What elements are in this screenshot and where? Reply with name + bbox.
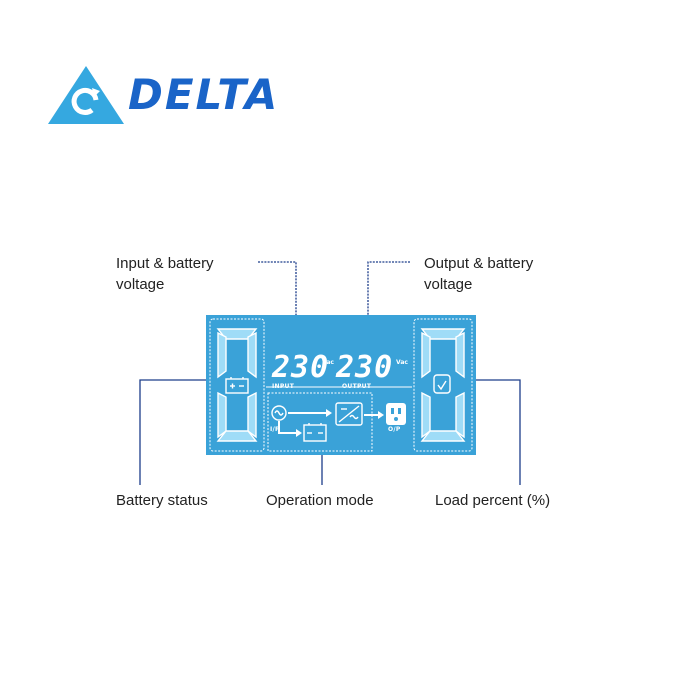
output-voltage-callout: Output & battery voltage — [424, 253, 533, 295]
output-callout-line1: Output & battery — [424, 255, 534, 272]
outlet-icon — [386, 403, 406, 425]
delta-logo: DELTA — [48, 60, 277, 130]
input-voltage-callout: Input & battery voltage — [116, 253, 214, 295]
ac-source-icon — [271, 405, 287, 421]
battery-icon — [225, 377, 249, 394]
output-voltage-unit: Vac — [396, 359, 408, 366]
input-callout-line1: Input & battery — [116, 255, 214, 272]
load-icon — [433, 374, 451, 394]
inverter-icon — [335, 402, 363, 426]
output-tag: OUTPUT — [342, 383, 372, 390]
mode-flow-arrows — [278, 409, 384, 437]
load-percent-callout: Load percent (%) — [435, 492, 551, 509]
lcd-display-panel — [206, 315, 476, 455]
input-callout-line2: voltage — [116, 276, 165, 293]
ip-tag: I/P — [270, 426, 280, 433]
battery-status-bar — [209, 318, 265, 452]
output-voltage-value: 230 — [336, 350, 394, 385]
input-voltage-value: 230 — [272, 350, 330, 385]
battery-status-callout: Battery status — [116, 492, 208, 509]
output-callout-line2: voltage — [424, 276, 473, 293]
input-tag: INPUT — [272, 383, 295, 390]
op-tag: O/P — [388, 426, 401, 433]
input-voltage-unit: Vac — [322, 359, 334, 366]
operation-mode-callout: Operation mode — [266, 492, 374, 509]
delta-triangle-logo-icon — [48, 66, 124, 124]
brand-name: DELTA — [128, 70, 280, 119]
battery-mode-icon — [303, 423, 327, 442]
